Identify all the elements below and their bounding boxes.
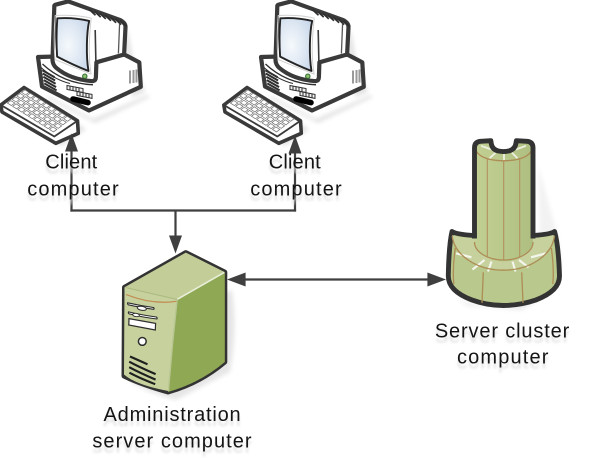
svg-text:Client: Client [45,156,97,178]
svg-text:computer: computer [27,183,120,205]
svg-text:computer: computer [457,346,550,368]
svg-text:server computer: server computer [92,431,252,453]
svg-text:Administration: Administration [104,409,242,431]
svg-text:Server cluster: Server cluster [435,326,570,348]
svg-text:computer: computer [250,183,343,205]
svg-text:Client: Client [269,156,321,178]
svg-text:computer: computer [457,351,550,373]
svg-text:Client: Client [269,151,321,173]
svg-text:computer: computer [27,178,120,200]
svg-text:computer: computer [250,178,343,200]
svg-text:Client: Client [45,151,97,173]
svg-text:Server cluster: Server cluster [435,321,570,343]
svg-text:Administration: Administration [104,404,242,426]
svg-text:server computer: server computer [92,436,252,458]
